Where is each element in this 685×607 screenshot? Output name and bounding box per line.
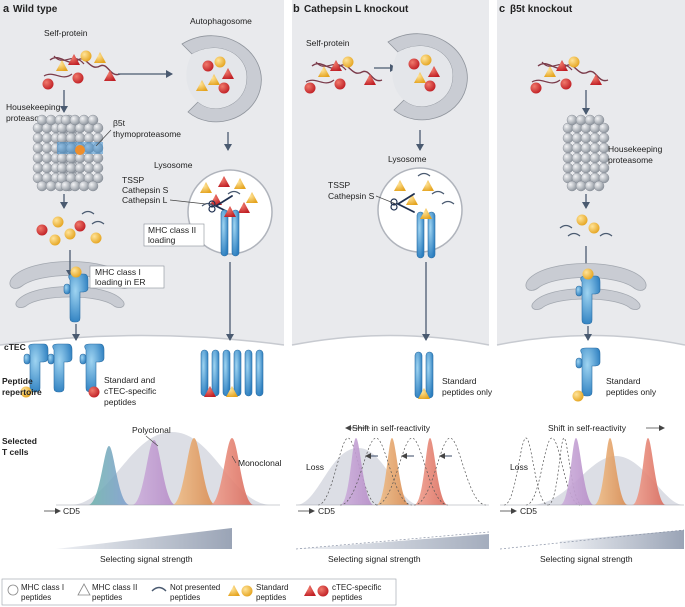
shift-label-c: Shift in self-reactivity: [548, 423, 627, 433]
legend-not-presented: Not presented peptides: [151, 583, 220, 602]
cell-membrane-b: [292, 335, 489, 422]
legend-standard-ball-icon: [241, 585, 253, 597]
lysosome-label-b: Lysosome: [388, 154, 427, 164]
panel-b-letter: b: [293, 3, 300, 15]
thymoproteasome-label-1-a: β5t: [113, 118, 126, 128]
housekeeping-label-2-c: proteasome: [608, 155, 653, 165]
selected-label-1: Selected: [2, 436, 37, 446]
svg-text:peptides: peptides: [92, 593, 122, 602]
monoclonal-label: Monoclonal: [238, 458, 282, 468]
svg-text:peptides: peptides: [256, 593, 286, 602]
legend-mhc1: MHC class I peptides: [7, 583, 64, 602]
legend-mhc2-icon: [77, 583, 91, 596]
lysosome-b: [377, 167, 463, 259]
peptide-repertoire-label-2: repertoire: [2, 387, 42, 397]
svg-text:cTEC-specific: cTEC-specific: [332, 583, 381, 592]
housekeeping-label-1-c: Housekeeping: [608, 144, 663, 154]
signal-label-a: Selecting signal strength: [100, 554, 193, 564]
mhc1-loading-callout-a: [89, 265, 165, 289]
signal-label-c: Selecting signal strength: [540, 554, 633, 564]
legend-ctec-ball-icon: [317, 585, 329, 597]
cd5-label-b: CD5: [318, 506, 335, 516]
panel-b-title: Cathepsin L knockout: [304, 4, 409, 15]
thymoproteasome-label-2-a: thymoproteasome: [113, 129, 181, 139]
legend-standard: Standard peptides: [228, 583, 288, 602]
self-protein-label-a: Self-protein: [44, 28, 88, 38]
svg-text:MHC class I: MHC class I: [21, 583, 64, 592]
peptides-after-proteasome-c: [559, 214, 613, 237]
signal-label-b: Selecting signal strength: [328, 554, 421, 564]
svg-text:Standard: Standard: [256, 583, 288, 592]
legend-ctec: cTEC-specific peptides: [304, 583, 381, 602]
ctec-label: cTEC: [4, 342, 26, 352]
thymoproteasome-a: [56, 114, 104, 192]
t-cell-distribution-b: [296, 437, 487, 506]
tssp-label-b: TSSP: [328, 180, 351, 190]
mhc1-loading-label-2-a: loading in ER: [95, 277, 146, 287]
loss-label-c: Loss: [510, 462, 528, 472]
svg-text:Not presented: Not presented: [170, 583, 220, 592]
loss-label-b: Loss: [306, 462, 324, 472]
svg-text:MHC class II: MHC class II: [92, 583, 137, 592]
autophagosome-label-a: Autophagosome: [190, 16, 252, 26]
legend-box: [1, 578, 397, 606]
standard-only-label-2-b: peptides only: [442, 387, 493, 397]
standard-only-label-1-c: Standard: [606, 376, 641, 386]
legend-not-presented-icon: [151, 586, 167, 592]
svg-text:peptides: peptides: [332, 593, 362, 602]
panel-a-title: Wild type: [13, 4, 58, 15]
legend-mhc2: MHC class II peptides: [77, 583, 137, 602]
tssp-label-a: TSSP: [122, 175, 145, 185]
mhc2-loading-label-1-a: MHC class II: [148, 225, 196, 235]
cathepsin-l-label-a: Cathepsin L: [122, 195, 168, 205]
peptide-repertoire-label-1: Peptide: [2, 376, 33, 386]
cd5-label-a: CD5: [63, 506, 80, 516]
signal-wedge-b: [296, 534, 489, 549]
peptides-after-proteasome-a: [36, 210, 105, 246]
cathepsin-s-label-b: Cathepsin S: [328, 191, 375, 201]
cd5-label-c: CD5: [520, 506, 537, 516]
cathepsin-s-label-a: Cathepsin S: [122, 185, 169, 195]
standard-only-label-2-c: peptides only: [606, 387, 657, 397]
housekeeping-label-2-a: proteasome: [6, 113, 51, 123]
panel-c-title: β5t knockout: [510, 4, 573, 15]
t-cell-distribution-c: [503, 437, 684, 506]
polyclonal-label: Polyclonal: [132, 425, 171, 435]
legend-mhc1-icon: [7, 584, 19, 596]
selected-label-2: T cells: [2, 447, 29, 457]
svg-text:peptides: peptides: [170, 593, 200, 602]
standard-ctec-label-3: peptides: [104, 397, 136, 407]
standard-only-label-1-b: Standard: [442, 376, 477, 386]
mhc2-loading-label-2-a: loading: [148, 235, 176, 245]
standard-ctec-label-1: Standard and: [104, 375, 155, 385]
lysosome-a: [187, 169, 273, 257]
mhc2-loading-callout-a: [143, 223, 205, 247]
t-cell-distribution-a: [70, 432, 272, 505]
mhc1-loading-label-1-a: MHC class I: [95, 267, 141, 277]
standard-ctec-label-2: cTEC-specific: [104, 386, 157, 396]
panel-c-letter: c: [499, 3, 505, 15]
housekeeping-label-1-a: Housekeeping: [6, 102, 61, 112]
shift-label-b: Shift in self-reactivity: [352, 423, 431, 433]
svg-text:peptides: peptides: [21, 593, 51, 602]
panel-a-letter: a: [3, 3, 10, 15]
signal-wedge-c: [560, 530, 684, 549]
signal-wedge-a: [56, 528, 232, 549]
lysosome-label-a: Lysosome: [154, 160, 193, 170]
self-protein-label-b: Self-protein: [306, 38, 350, 48]
